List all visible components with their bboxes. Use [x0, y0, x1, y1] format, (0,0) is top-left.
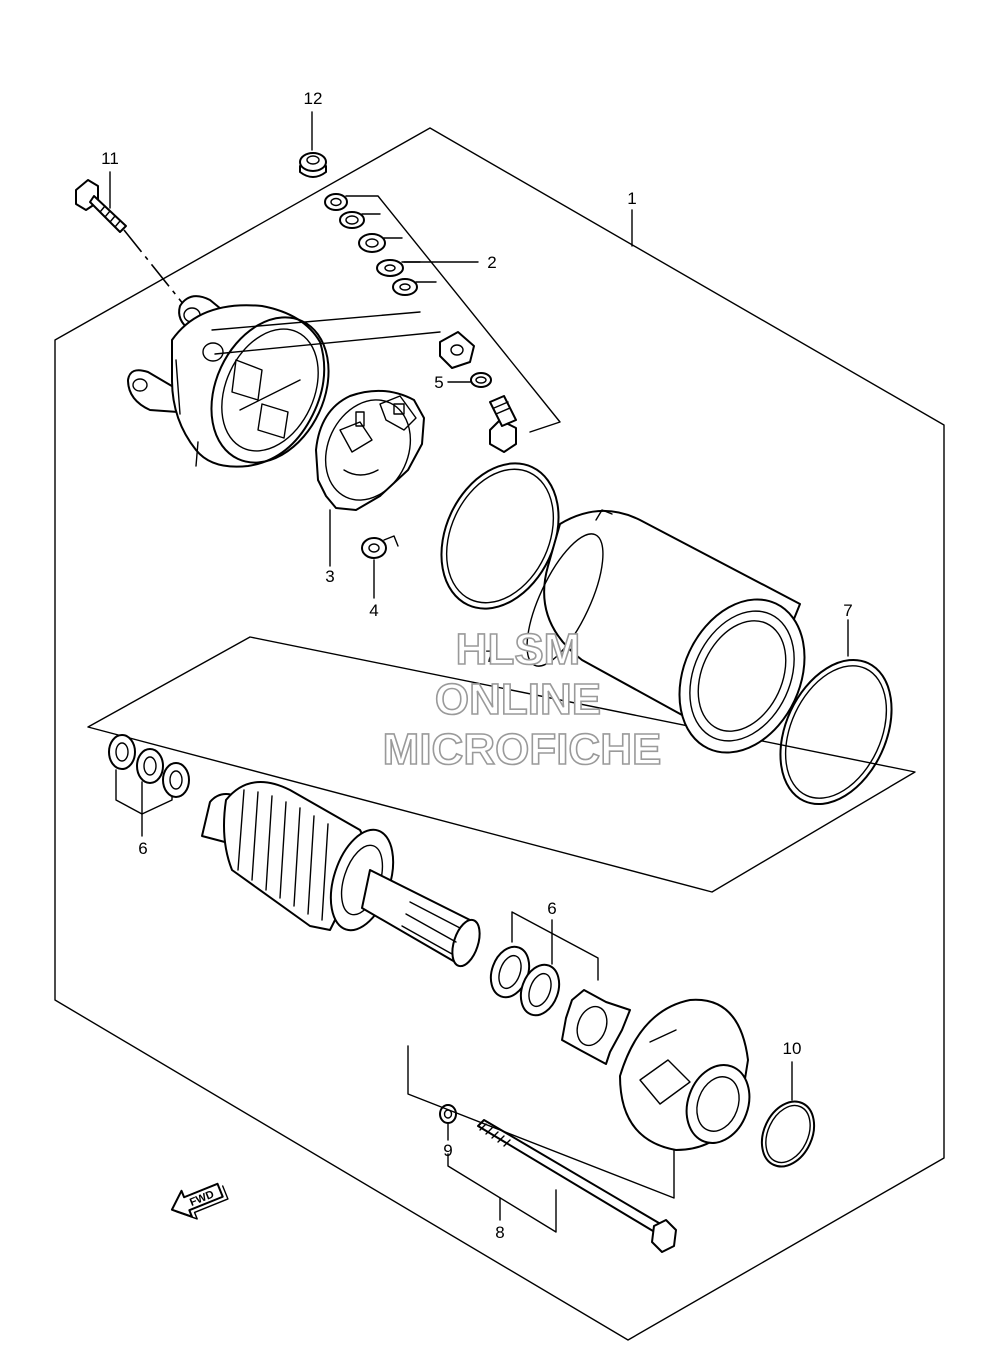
callout-10: 10 [783, 1039, 802, 1058]
callout-8: 8 [495, 1223, 504, 1242]
callout-7-rear: 7 [843, 601, 852, 620]
callout-3: 3 [325, 567, 334, 586]
washer-group-bracket [345, 195, 561, 433]
part-terminal-bolt[interactable] [489, 395, 517, 453]
callout-6-right: 6 [547, 899, 556, 918]
bolt-11-axis [123, 229, 189, 311]
housing-to-washer [211, 311, 421, 331]
part-yoke-housing[interactable] [512, 509, 828, 773]
housing-to-nut [214, 331, 441, 355]
callout-9: 9 [443, 1141, 452, 1160]
callout-5: 5 [434, 373, 443, 392]
part-armature[interactable] [201, 781, 485, 970]
watermark-line-1: HLSM [456, 625, 581, 674]
part-8-through-bolt[interactable] [477, 1119, 677, 1253]
part-6-washers-left[interactable] [108, 734, 190, 798]
part-12-nut[interactable] [299, 152, 327, 178]
part-front-housing[interactable] [619, 998, 760, 1152]
part-lock-washer[interactable] [561, 989, 631, 1065]
part-11-bolt[interactable] [75, 179, 127, 233]
callout-1: 1 [627, 189, 636, 208]
callout-12: 12 [304, 89, 323, 108]
subgroup-outline [87, 636, 916, 893]
watermark-line-3: MICROFICHE [383, 725, 662, 774]
part-3-brush-plate[interactable] [310, 386, 426, 514]
part-6-washers-right[interactable] [484, 941, 566, 1020]
watermark-line-2: ONLINE [435, 675, 601, 724]
part-9-washer[interactable] [439, 1104, 457, 1124]
callout-2: 2 [487, 253, 496, 272]
part-7-o-ring-rear[interactable] [759, 642, 914, 822]
part-4-spring[interactable] [361, 535, 399, 559]
part-5-o-ring[interactable] [470, 372, 492, 388]
bracket-8-top [407, 1045, 675, 1199]
callout-11: 11 [101, 149, 119, 168]
part-2-washer-stack[interactable] [324, 193, 418, 296]
callout-6-left: 6 [138, 839, 147, 858]
callout-4: 4 [369, 601, 378, 620]
part-7-o-ring-front[interactable] [419, 444, 581, 627]
assembly-outline [54, 127, 945, 1341]
part-terminal-nut[interactable] [439, 331, 475, 369]
bracket-8 [447, 1153, 557, 1233]
part-10-o-ring[interactable] [752, 1093, 824, 1175]
callout-7-front: 7 [485, 647, 494, 666]
bracket-6b [511, 911, 599, 981]
fwd-arrow-icon: FWD [170, 1182, 229, 1220]
